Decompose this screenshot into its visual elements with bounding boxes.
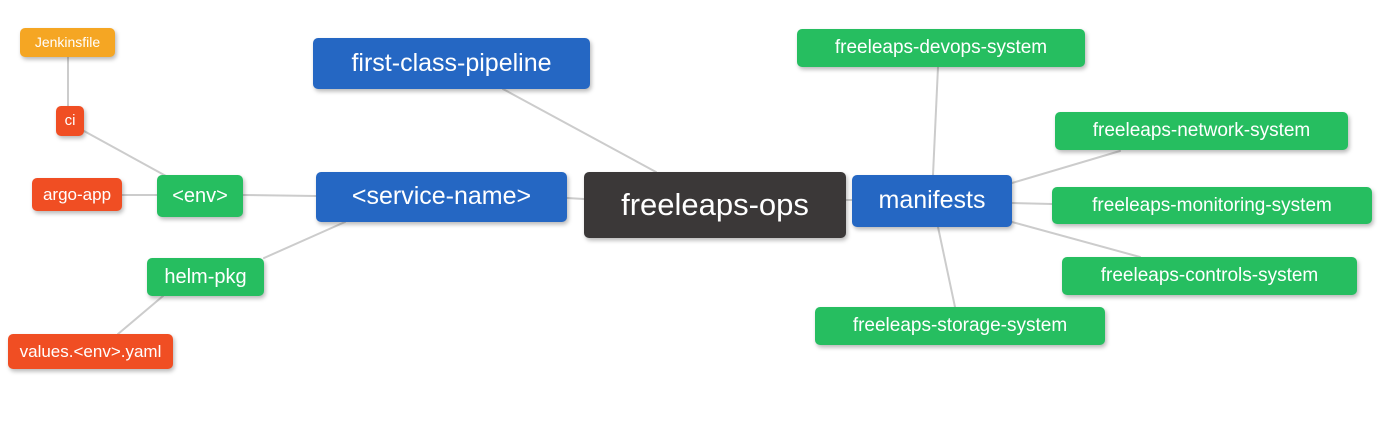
node-label: freeleaps-storage-system [852, 315, 1068, 336]
node-manifests[interactable]: manifests [852, 175, 1012, 227]
edge-manifests-to-freeleaps-controls-system [1011, 221, 1141, 258]
node-label: freeleaps-devops-system [834, 37, 1048, 58]
node-env[interactable]: <env> [157, 175, 243, 217]
node-label: argo-app [42, 184, 112, 204]
node-label: first-class-pipeline [351, 48, 552, 77]
edge-manifests-to-freeleaps-storage-system [937, 226, 956, 308]
node-label: Jenkinsfile [34, 34, 101, 50]
node-helm-pkg[interactable]: helm-pkg [147, 258, 264, 296]
node-label: freeleaps-network-system [1092, 120, 1311, 141]
node-label: ci [64, 112, 76, 129]
edge-env-to-service-name [242, 194, 317, 197]
node-freeleaps-devops-system[interactable]: freeleaps-devops-system [797, 29, 1085, 67]
node-label: freeleaps-ops [621, 187, 809, 222]
edge-ci-to-env [83, 130, 167, 177]
node-label: <service-name> [351, 182, 532, 210]
node-argo-app[interactable]: argo-app [32, 178, 122, 211]
node-ci[interactable]: ci [56, 106, 84, 136]
node-jenkinsfile[interactable]: Jenkinsfile [20, 28, 115, 57]
edge-first-class-pipeline-to-freeleaps-ops [502, 88, 657, 173]
node-first-class-pipeline[interactable]: first-class-pipeline [313, 38, 590, 89]
node-label: <env> [172, 184, 228, 207]
node-freeleaps-controls-system[interactable]: freeleaps-controls-system [1062, 257, 1357, 295]
node-service-name[interactable]: <service-name> [316, 172, 567, 222]
edge-manifests-to-freeleaps-network-system [1011, 150, 1121, 184]
node-freeleaps-monitoring-system[interactable]: freeleaps-monitoring-system [1052, 187, 1372, 224]
edge-service-name-to-freeleaps-ops [566, 197, 585, 200]
node-label: manifests [878, 186, 986, 214]
node-freeleaps-storage-system[interactable]: freeleaps-storage-system [815, 307, 1105, 345]
node-label: helm-pkg [164, 265, 247, 288]
node-freeleaps-network-system[interactable]: freeleaps-network-system [1055, 112, 1348, 150]
edge-manifests-to-freeleaps-monitoring-system [1011, 202, 1053, 205]
node-label: values.<env>.yaml [19, 341, 162, 361]
edge-helm-pkg-to-service-name [263, 221, 346, 259]
edge-values-env-yaml-to-helm-pkg [117, 295, 164, 335]
node-freeleaps-ops[interactable]: freeleaps-ops [584, 172, 846, 238]
edge-manifests-to-freeleaps-devops-system [932, 66, 939, 176]
node-label: freeleaps-monitoring-system [1092, 194, 1332, 216]
node-values-env-yaml[interactable]: values.<env>.yaml [8, 334, 173, 369]
node-label: freeleaps-controls-system [1100, 265, 1319, 286]
